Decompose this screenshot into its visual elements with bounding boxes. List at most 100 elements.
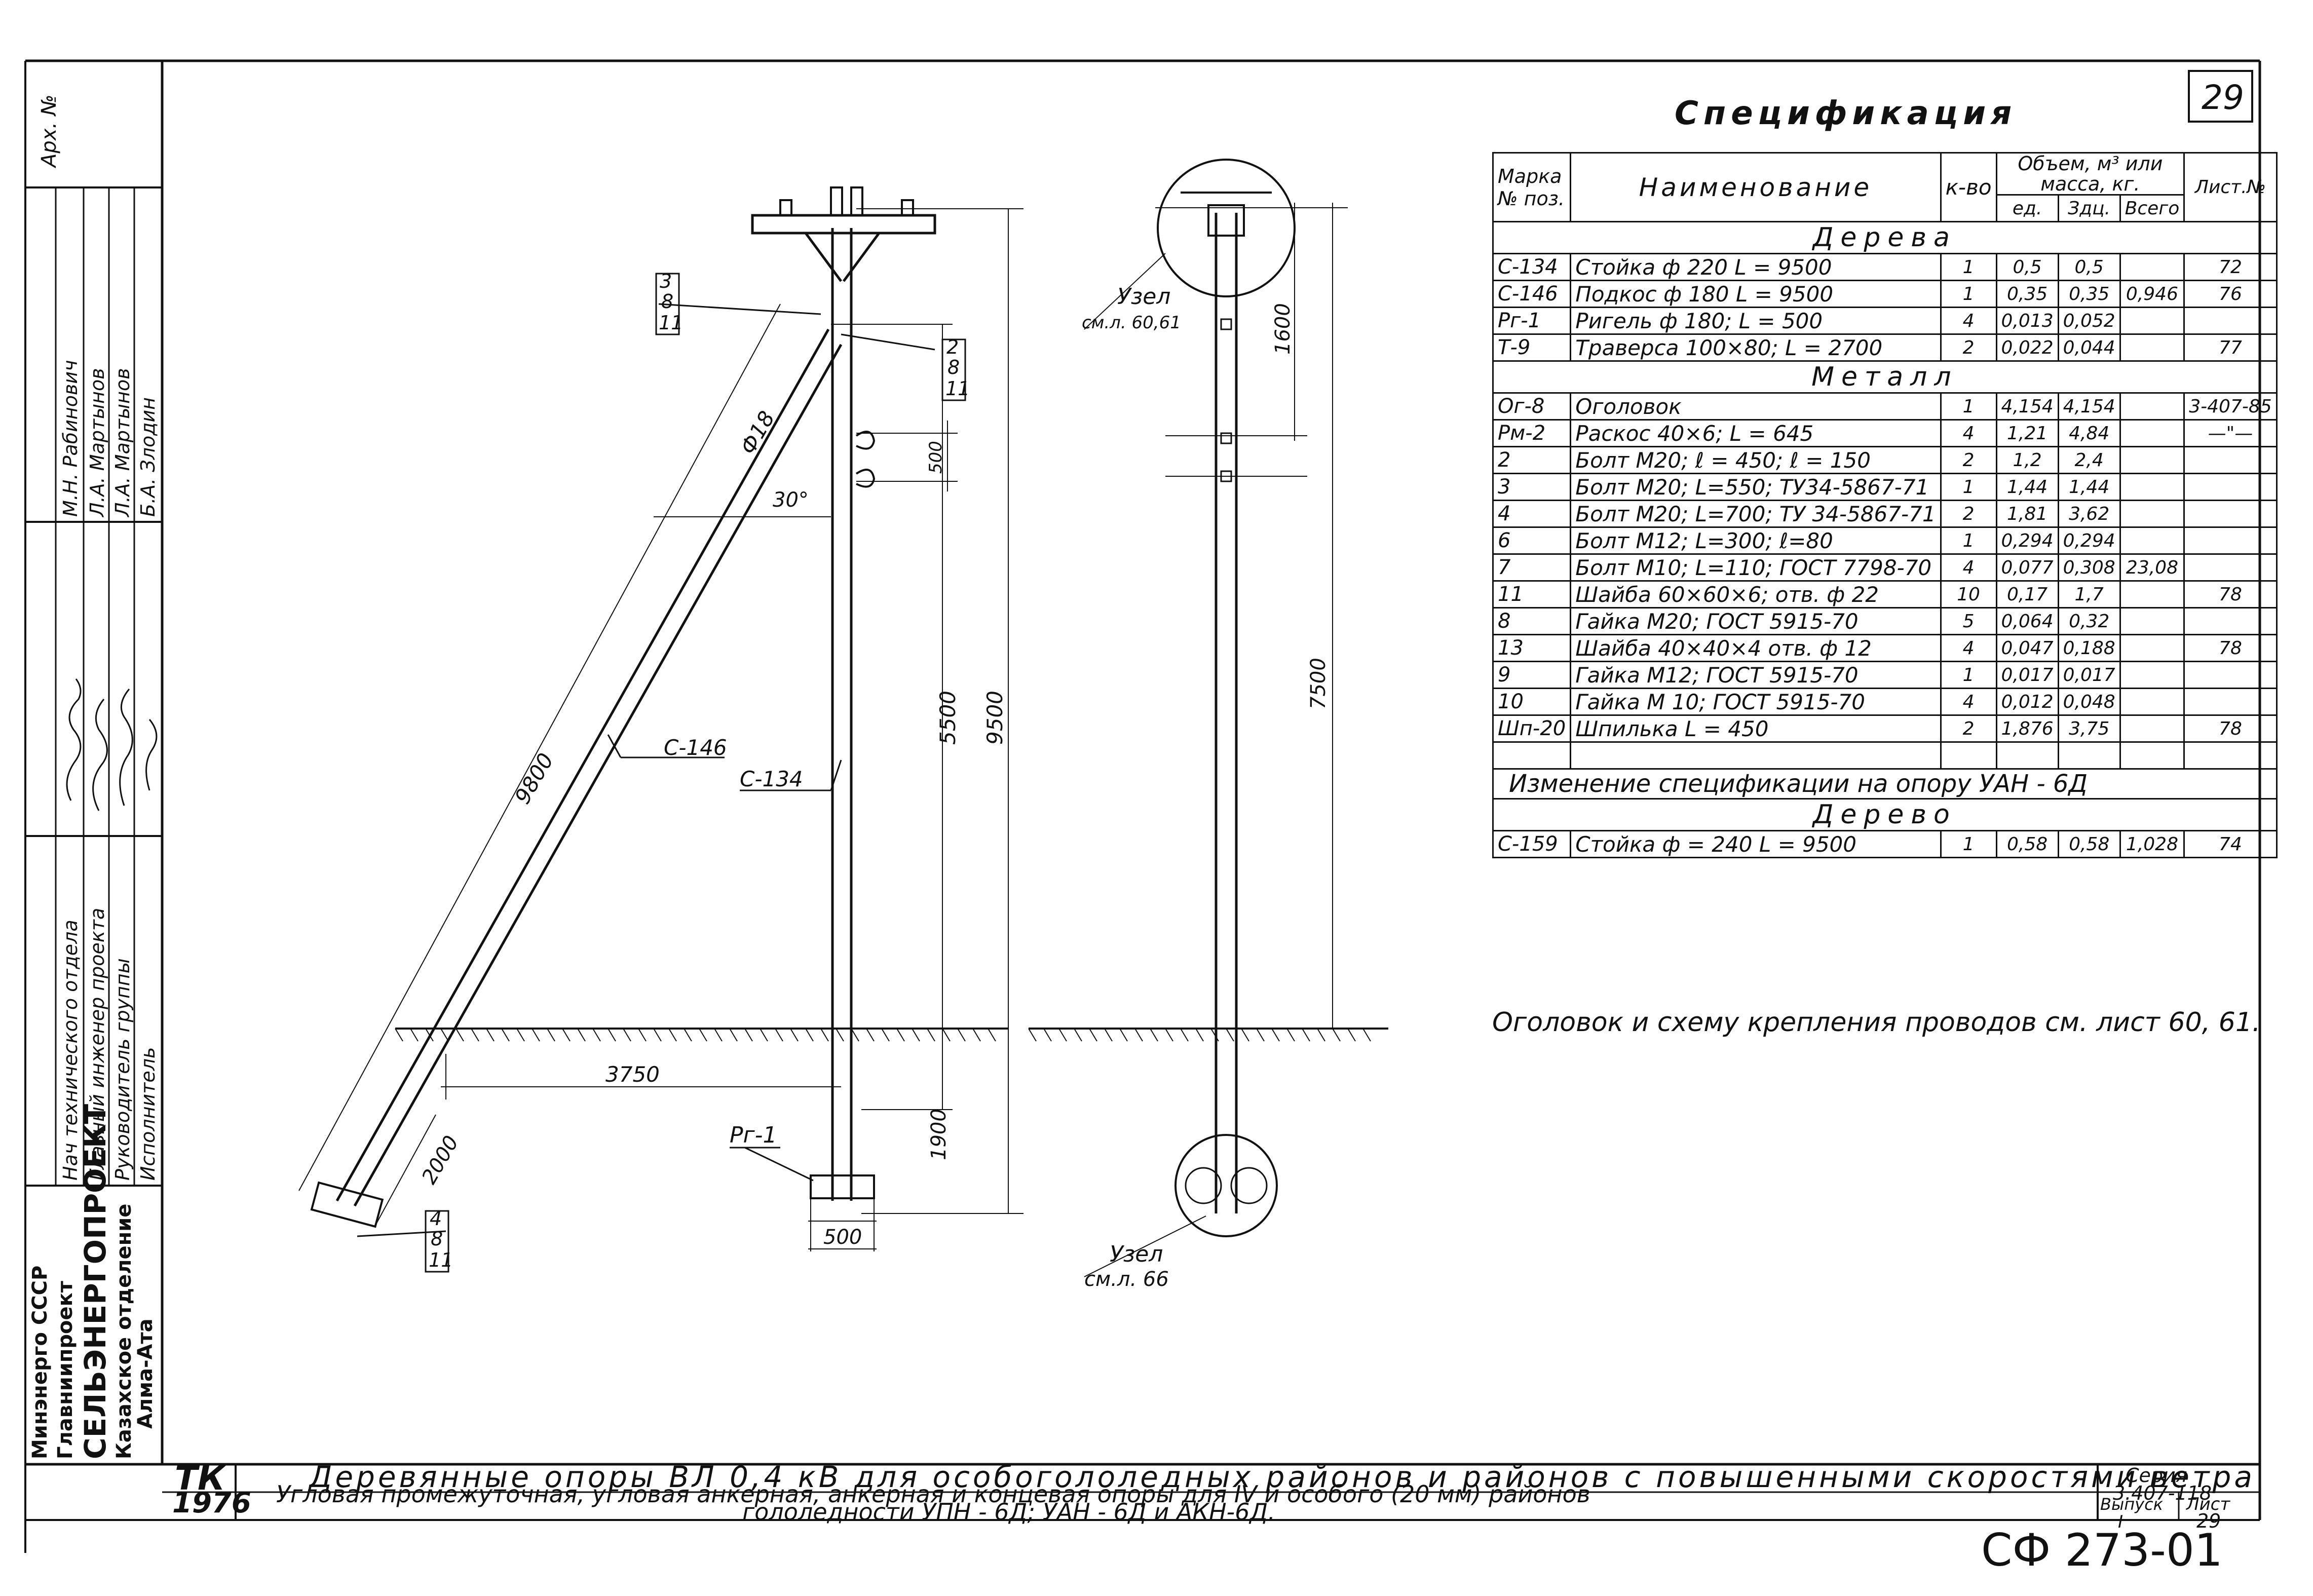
tb-title2b: гололедности УПН - 6Д; УАН - 6Д и АКН-6Д…	[742, 1498, 1275, 1526]
col-sheet	[2183, 688, 2278, 716]
dim-7500: 7500	[1307, 658, 1330, 709]
col-qty: 4	[1940, 553, 1997, 582]
col-unit: 1,81	[1995, 500, 2059, 528]
col-qty: 5	[1940, 607, 1997, 635]
col-mark: 3	[1492, 473, 1572, 501]
col-total	[2119, 333, 2185, 362]
col-mark: С-146	[1492, 280, 1572, 308]
col-dtl: 0,048	[2057, 688, 2121, 716]
section-title: Дерева	[1492, 221, 2278, 254]
node-bottom-0: Узел	[1110, 1241, 1163, 1267]
node-top-1: см.л. 60,61	[1082, 313, 1181, 333]
detail-tl-1: 8	[661, 290, 673, 313]
col-unit: 0,013	[1995, 307, 2059, 335]
tb-issue-value: I	[2118, 1512, 2123, 1532]
hdr-volume-0: Объем, м³ или	[2018, 153, 2163, 175]
tb-title1: Деревянные опоры ВЛ 0,4 кВ для особоголо…	[308, 1460, 2255, 1494]
org-1: Главниипроект	[54, 1280, 77, 1459]
col-name: Стойка ф = 240 L = 9500	[1570, 830, 1942, 858]
hdr-qty: к-во	[1940, 152, 1997, 222]
dim-5500: 5500	[935, 691, 960, 745]
col-dtl: 0,294	[2057, 526, 2121, 555]
col-unit: 4,154	[1995, 392, 2059, 421]
org-0: Минэнерго СССР	[28, 1266, 52, 1459]
col-name: Болт М20; L=550; ТУ34-5867-71	[1570, 473, 1942, 501]
col-name: Стойка ф 220 L = 9500	[1570, 253, 1942, 281]
col-qty: 1	[1940, 661, 1997, 689]
org-block: Минэнерго СССР Главниипроект СЕЛЬЭНЕРГОП…	[28, 1104, 157, 1459]
dim-3750: 3750	[605, 1062, 660, 1087]
col-dtl: 0,188	[2057, 634, 2121, 662]
col-sheet	[2183, 661, 2278, 689]
col-name: Подкос ф 180 L = 9500	[1570, 280, 1942, 308]
col-unit: 0,35	[1995, 280, 2059, 308]
col-mark: С-134	[1492, 253, 1572, 281]
role-1: Главный инженер проекта	[86, 908, 108, 1181]
col-sheet: 78	[2183, 714, 2278, 743]
col-mark: 2	[1492, 446, 1572, 474]
col-unit: 0,064	[1995, 607, 2059, 635]
dia-label: Ф18	[735, 407, 779, 459]
change-section-title: Дерево	[1492, 798, 2278, 831]
col-unit: 0,022	[1995, 333, 2059, 362]
col-name: Болт М20; L=700; ТУ 34-5867-71	[1570, 500, 1942, 528]
col-name: Болт М20; ℓ = 450; ℓ = 150	[1570, 446, 1942, 474]
front-labels: Узел см.л. 60,61 1600 7500 Узел см.л. 66	[1082, 284, 1330, 1291]
org-2: СЕЛЬЭНЕРГОПРОЕКТ	[78, 1104, 112, 1459]
col-unit: 1,21	[1995, 419, 2059, 447]
spec-section-row: Металл	[1492, 360, 2278, 394]
role-2: Руководитель группы	[111, 958, 134, 1181]
col-mark: 11	[1492, 580, 1572, 609]
col-unit: 1,44	[1995, 473, 2059, 501]
col-unit: 0,17	[1995, 580, 2059, 609]
dim-1600: 1600	[1271, 303, 1295, 355]
col-sheet: 77	[2183, 333, 2278, 362]
col-sheet: —"—	[2183, 419, 2278, 447]
col-unit: 0,294	[1995, 526, 2059, 555]
col-unit: 1,876	[1995, 714, 2059, 743]
change-title: Изменение спецификации на опору УАН - 6Д	[1492, 768, 2278, 800]
col-dtl: 4,84	[2057, 419, 2121, 447]
sheet-number: 29	[2202, 78, 2244, 117]
col-sheet	[2183, 526, 2278, 555]
col-mark: 9	[1492, 661, 1572, 689]
col-qty: 10	[1940, 580, 1997, 609]
col-mark: 6	[1492, 526, 1572, 555]
col-dtl: 2,4	[2057, 446, 2121, 474]
col-name: Гайка М12; ГОСТ 5915-70	[1570, 661, 1942, 689]
col-dtl: 0,308	[2057, 553, 2121, 582]
post-label: С-134	[740, 767, 803, 791]
col-dtl: 0,017	[2057, 661, 2121, 689]
detail-b-1: 8	[431, 1228, 443, 1250]
hdr-mark-0: Марка	[1498, 165, 1562, 187]
hdr-name: Наименование	[1570, 152, 1942, 222]
frame	[24, 59, 2261, 1553]
col-dtl: 0,052	[2057, 307, 2121, 335]
col-total	[2119, 419, 2185, 447]
col-name: Болт М10; L=110; ГОСТ 7798-70	[1570, 553, 1942, 582]
col-sheet	[2183, 500, 2278, 528]
col-mark: С-159	[1492, 830, 1572, 858]
col-total	[2119, 688, 2185, 716]
detail-r-0: 2	[946, 336, 959, 358]
col-total	[2119, 580, 2185, 609]
role-3: Исполнитель	[137, 1047, 159, 1181]
tb-issue-label: Выпуск	[2100, 1495, 2164, 1514]
col-mark: Рм-2	[1492, 419, 1572, 447]
col-dtl: 4,154	[2057, 392, 2121, 421]
node-bottom-1: см.л. 66	[1084, 1268, 1169, 1291]
col-qty: 4	[1940, 688, 1997, 716]
col-name: Оголовок	[1570, 392, 1942, 421]
col-mark: Шп-20	[1492, 714, 1572, 743]
hdr-volume-1: масса, кг.	[2040, 173, 2140, 195]
col-dtl: 0,044	[2057, 333, 2121, 362]
